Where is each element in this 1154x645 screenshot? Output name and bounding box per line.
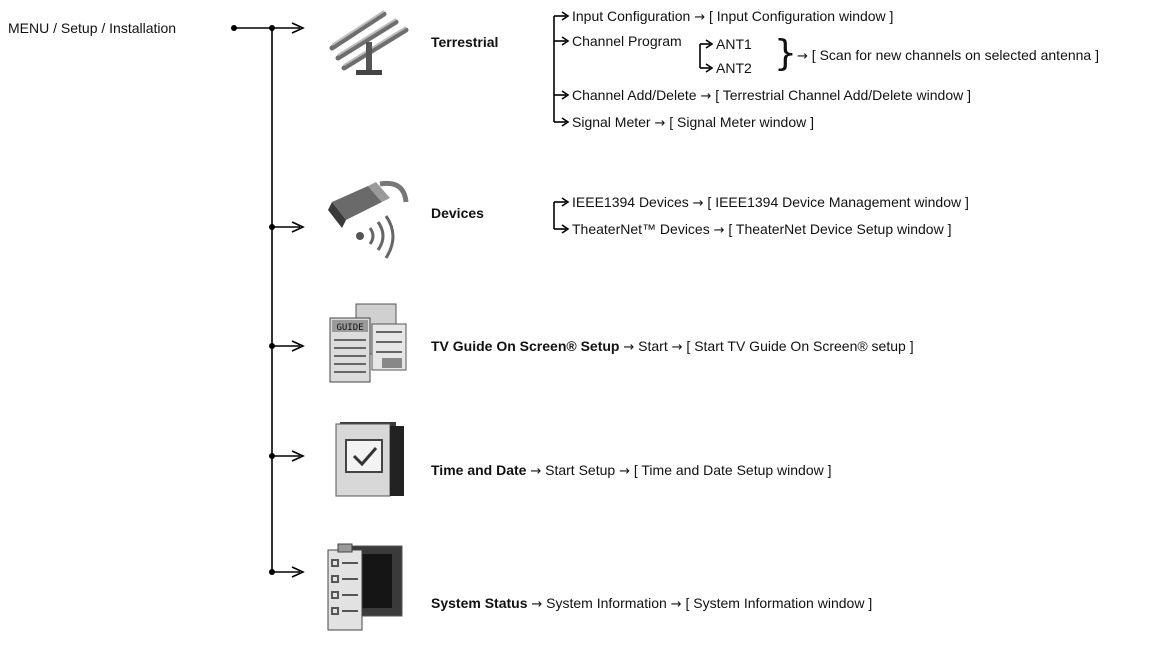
devices-title: Devices (431, 205, 484, 221)
time-date-row: Time and Date → Start Setup → [ Time and… (431, 462, 832, 480)
time-date-step: Start Setup (545, 462, 616, 478)
device-connection-icon (328, 180, 409, 259)
theaternet-label: TheaterNet™ Devices (572, 221, 710, 237)
svg-text:GUIDE: GUIDE (336, 323, 363, 333)
arrow-icon: → (694, 10, 706, 25)
ant2-label: ANT2 (716, 60, 752, 76)
arrow-icon: → (700, 89, 712, 104)
tv-guide-title: TV Guide On Screen® Setup (431, 338, 620, 354)
input-configuration-target: [ Input Configuration window ] (709, 8, 894, 24)
ieee1394-target: [ IEEE1394 Device Management window ] (707, 194, 969, 210)
arrow-icon: → (619, 464, 630, 479)
arrow-icon: → (713, 223, 725, 238)
system-status-row: System Status → System Information → [ S… (431, 595, 872, 613)
channel-program-label: Channel Program (572, 33, 682, 49)
channel-add-delete-label: Channel Add/Delete (572, 87, 697, 103)
signal-meter-row: Signal Meter → [ Signal Meter window ] (572, 114, 814, 132)
signal-meter-label: Signal Meter (572, 114, 651, 130)
tv-guide-row: TV Guide On Screen® Setup → Start → [ St… (431, 338, 914, 356)
channel-program-result: → [ Scan for new channels on selected an… (797, 47, 1099, 65)
system-status-step: System Information (546, 595, 667, 611)
arrow-icon: → (797, 49, 808, 64)
input-configuration-label: Input Configuration (572, 8, 691, 24)
root-menu-path: MENU / Setup / Installation (8, 20, 177, 36)
channel-program-target: [ Scan for new channels on selected ante… (811, 47, 1099, 63)
arrow-icon: → (530, 464, 542, 479)
tv-guide-target: [ Start TV Guide On Screen® setup ] (686, 338, 914, 354)
time-date-title: Time and Date (431, 462, 527, 478)
ant1-label: ANT1 (716, 36, 752, 52)
time-date-target: [ Time and Date Setup window ] (633, 462, 832, 478)
arrow-icon: → (692, 196, 704, 211)
signal-meter-target: [ Signal Meter window ] (669, 114, 815, 130)
arrow-icon: → (670, 597, 682, 612)
curly-brace-icon: } (774, 33, 797, 74)
system-status-title: System Status (431, 595, 528, 611)
ieee1394-label: IEEE1394 Devices (572, 194, 689, 210)
clock-tv-icon (335, 422, 404, 497)
terrestrial-title: Terrestrial (431, 34, 499, 50)
theaternet-row: TheaterNet™ Devices → [ TheaterNet Devic… (572, 221, 951, 239)
guide-icon: GUIDE (329, 303, 407, 383)
tv-guide-step: Start (638, 338, 668, 354)
antenna-icon (329, 10, 409, 75)
arrow-icon: → (654, 116, 666, 131)
system-status-icon (327, 543, 403, 631)
system-status-target: [ System Information window ] (685, 595, 873, 611)
theaternet-target: [ TheaterNet Device Setup window ] (728, 221, 952, 237)
channel-add-delete-target: [ Terrestrial Channel Add/Delete window … (715, 87, 972, 103)
channel-add-delete-row: Channel Add/Delete → [ Terrestrial Chann… (572, 87, 971, 105)
arrow-icon: → (531, 597, 543, 612)
arrow-icon: → (671, 340, 683, 355)
arrow-icon: → (623, 340, 635, 355)
ieee1394-row: IEEE1394 Devices → [ IEEE1394 Device Man… (572, 194, 969, 212)
input-configuration-row: Input Configuration → [ Input Configurat… (572, 8, 893, 26)
